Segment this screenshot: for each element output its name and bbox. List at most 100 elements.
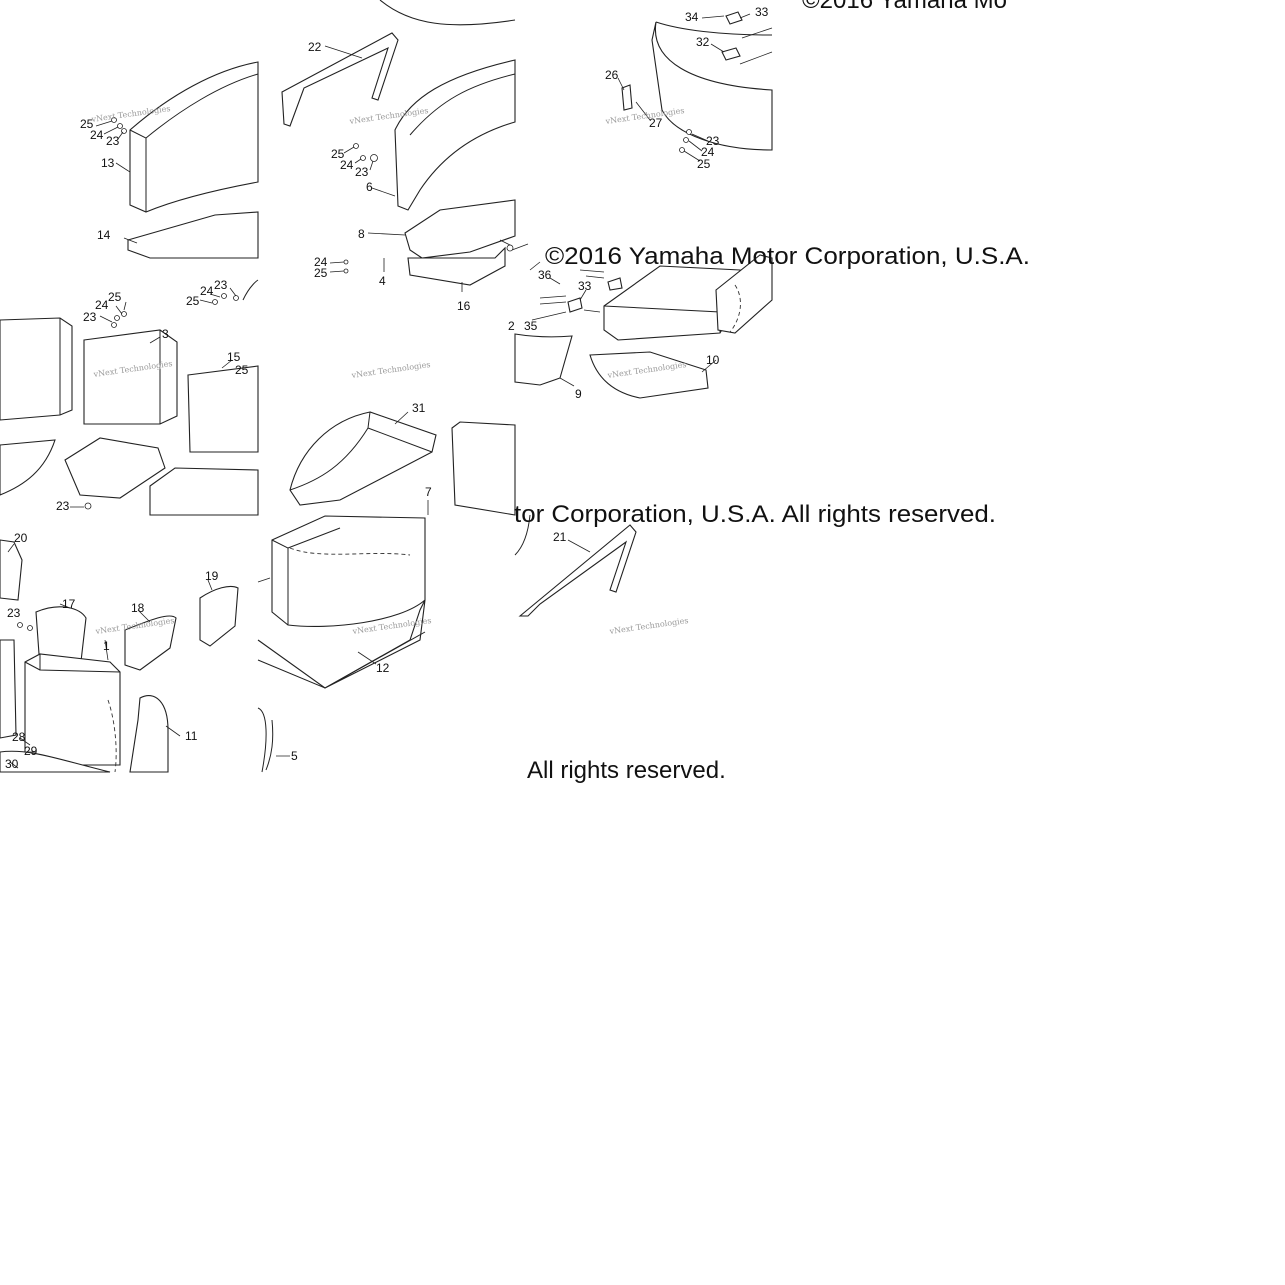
callout-34: 34 (685, 10, 699, 24)
callout-27: 27 (649, 116, 663, 130)
curve-i (514, 514, 531, 556)
callout-35: 35 (524, 319, 538, 333)
callout-24e: 24 (200, 284, 214, 298)
part-33-bracket-f (567, 277, 623, 313)
callout-30: 30 (5, 757, 19, 771)
watermark-e: vNext Technologies (350, 360, 431, 380)
callout-22: 22 (308, 40, 322, 54)
callout-33b: 33 (578, 279, 592, 293)
part-20-panel (0, 539, 23, 601)
callout-25b: 25 (331, 147, 345, 161)
callout-17: 17 (62, 597, 76, 611)
callout-5: 5 (291, 749, 298, 763)
callout-4: 4 (379, 274, 386, 288)
callout-25d: 25 (108, 290, 122, 304)
part-top-curve-b (379, 0, 516, 26)
callout-25f: 25 (235, 363, 249, 377)
part-left-backrest-d (0, 317, 73, 421)
callout-23c: 23 (706, 134, 720, 148)
part-7-backrest (451, 421, 516, 516)
callout-25g: 25 (314, 266, 328, 280)
callout-13: 13 (101, 156, 115, 170)
part-11-frame (107, 695, 169, 773)
callout-7: 7 (425, 485, 432, 499)
part-31-cushion (289, 411, 437, 506)
callout-15: 15 (227, 350, 241, 364)
part-left-frame-g (0, 639, 111, 773)
part-14-cushion (127, 211, 259, 259)
callout-6: 6 (366, 180, 373, 194)
hardware-b (324, 45, 463, 292)
callout-31: 31 (412, 401, 426, 415)
copyright-text: ©2016 Yamaha Mo ©2016 Yamaha Motor Corpo… (514, 0, 1030, 784)
part-6-backrest (394, 59, 516, 211)
copyright-line-2: ©2016 Yamaha Motor Corporation, U.S.A. (545, 243, 1030, 270)
callout-24b: 24 (340, 158, 354, 172)
copyright-line-1: ©2016 Yamaha Mo (802, 0, 1007, 14)
copyright-line-4: All rights reserved. (527, 757, 726, 784)
callout-16: 16 (457, 299, 471, 313)
callout-32: 32 (696, 35, 710, 49)
callout-1: 1 (103, 639, 110, 653)
part-10-cushion (589, 351, 709, 399)
watermark-i: vNext Technologies (608, 616, 689, 636)
copyright-line-3: tor Corporation, U.S.A. All rights reser… (514, 501, 996, 528)
part-13-backrest (129, 61, 259, 213)
part-backrest-c (651, 21, 773, 151)
callout-28: 28 (12, 730, 26, 744)
part-3-backrest (83, 329, 178, 425)
callout-14: 14 (97, 228, 111, 242)
part-9-panel (514, 333, 573, 386)
part-1-backrest (24, 653, 121, 766)
part-backrest-f (715, 254, 773, 334)
callout-23: 23 (106, 134, 120, 148)
callout-25: 25 (80, 117, 94, 131)
part-19-panel (199, 585, 239, 647)
callout-2: 2 (508, 319, 515, 333)
part-curved-seat-d (0, 437, 259, 516)
part-26-clip (621, 84, 633, 111)
part-15-backrest (187, 365, 259, 453)
part-33-bracket (725, 11, 743, 25)
hardware-a (95, 117, 138, 244)
lead-i (567, 539, 591, 553)
callout-8: 8 (358, 227, 365, 241)
callout-12: 12 (376, 661, 390, 675)
callout-24f: 24 (314, 255, 328, 269)
callout-3: 3 (162, 327, 169, 341)
part-21-panel (518, 524, 637, 617)
callout-25e: 25 (186, 294, 200, 308)
part-12-base (257, 599, 426, 689)
callout-23f: 23 (56, 499, 70, 513)
callout-10: 10 (706, 353, 720, 367)
callout-33: 33 (755, 5, 769, 19)
part-32-bracket (721, 47, 741, 61)
hardware-d (70, 279, 259, 510)
part-7-seat (271, 515, 426, 627)
callout-24: 24 (90, 128, 104, 142)
part-18-panel (124, 615, 177, 671)
callout-labels: 1 2 3 4 5 6 7 8 9 10 11 12 13 14 15 16 1… (5, 5, 769, 771)
callout-23g: 23 (7, 606, 21, 620)
callout-19: 19 (205, 569, 219, 583)
part-8-cushion (404, 199, 516, 259)
part-16-base (407, 246, 506, 286)
hardware-g (7, 543, 213, 769)
part-5-frame (257, 707, 274, 773)
callout-24c: 24 (701, 145, 715, 159)
callout-25c: 25 (697, 157, 711, 171)
lead-e (394, 411, 429, 515)
callout-26: 26 (605, 68, 619, 82)
callout-9: 9 (575, 387, 582, 401)
callout-23d: 23 (83, 310, 97, 324)
callout-11: 11 (185, 729, 198, 743)
callout-21: 21 (553, 530, 567, 544)
callout-29: 29 (24, 744, 38, 758)
hardware-f (499, 239, 717, 387)
callout-23e: 23 (214, 278, 228, 292)
callout-23b: 23 (355, 165, 369, 179)
callout-24d: 24 (95, 298, 109, 312)
lead-h (257, 577, 377, 757)
hardware-c (617, 13, 773, 162)
